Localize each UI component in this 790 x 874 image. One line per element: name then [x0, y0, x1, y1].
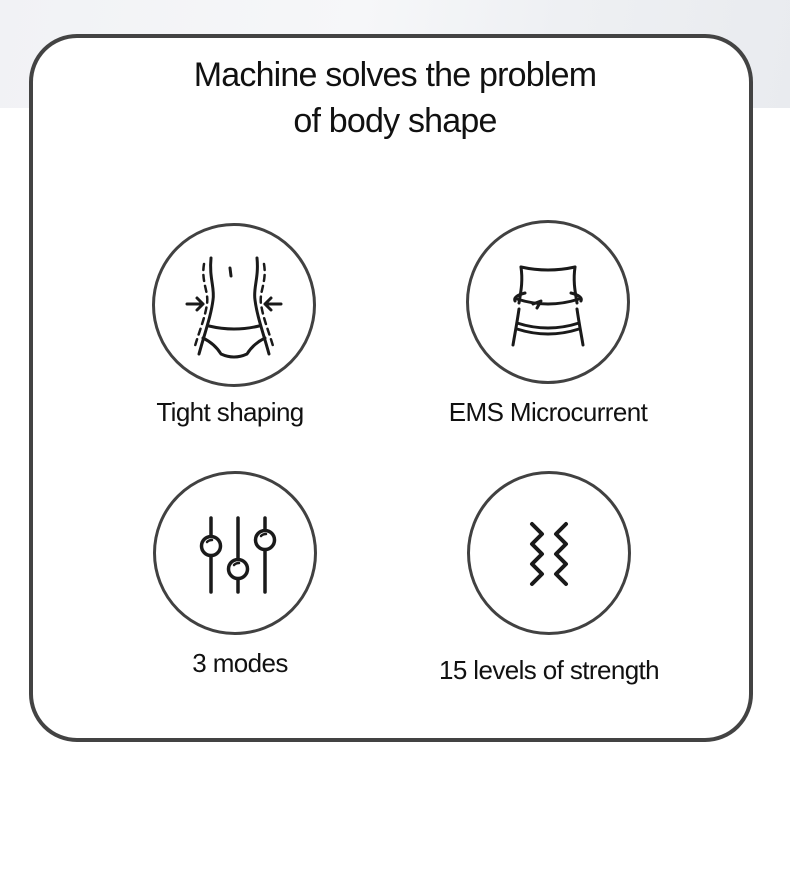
- sliders-icon: [153, 471, 317, 635]
- headline-line-2: of body shape: [293, 102, 497, 140]
- headline: Machine solves the problem of body shape: [0, 52, 790, 144]
- waist-belt-icon: [466, 220, 630, 384]
- feature-label-15-levels: 15 levels of strength: [438, 655, 660, 685]
- waist-tightening-icon: [152, 223, 316, 387]
- headline-line-1: Machine solves the problem: [193, 56, 597, 94]
- feature-label-3-modes: 3 modes: [192, 648, 288, 678]
- feature-label-tight-shaping: Tight shaping: [156, 397, 304, 427]
- wave-pulse-icon: [467, 471, 631, 635]
- feature-label-ems-microcurrent: EMS Microcurrent: [448, 397, 648, 427]
- feature-card: [29, 34, 753, 742]
